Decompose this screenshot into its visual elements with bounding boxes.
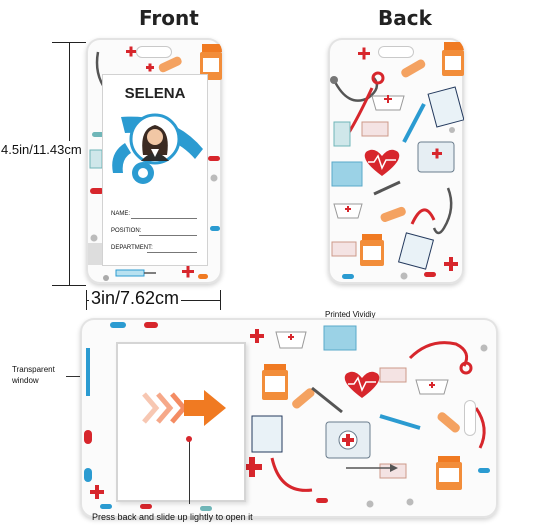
open-card: [80, 318, 498, 518]
printed-vividly-label: Printed Vividiy: [325, 310, 376, 319]
id-card-insert: SELENA NAME: POSITION: DEPARTMENT:: [102, 74, 208, 266]
badge-name: SELENA: [124, 85, 186, 102]
open-card-lanyard-slot: [464, 400, 476, 436]
field-position-label: POSITION:: [111, 228, 142, 234]
width-dimension-cap-right: [220, 290, 221, 310]
front-card: SELENA NAME: POSITION: DEPARTMENT:: [86, 38, 222, 284]
height-dimension-cap-top: [52, 42, 86, 43]
transparent-window-label: Transparent window: [12, 365, 55, 385]
open-card-pattern: [84, 322, 490, 511]
back-card-pattern: [330, 42, 464, 280]
field-name-label: NAME:: [111, 211, 131, 217]
back-lanyard-slot: [378, 46, 414, 58]
width-dimension-label: 3in/7.62cm: [89, 288, 182, 309]
width-dimension-cap-left: [86, 290, 87, 310]
field-position-line: [139, 235, 197, 236]
field-department-line: [147, 252, 197, 253]
back-title: Back: [378, 6, 432, 30]
back-card: [328, 38, 464, 284]
press-back-pointer: [189, 440, 190, 504]
press-back-label: Press back and slide up lightly to open …: [92, 512, 253, 522]
field-name-line: [131, 218, 197, 219]
press-back-dot: [186, 436, 192, 442]
front-lanyard-slot: [136, 46, 172, 58]
height-dimension-line: [69, 42, 70, 286]
front-title: Front: [139, 6, 199, 30]
field-department-label: DEPARTMENT:: [111, 245, 153, 251]
transparent-window: [116, 342, 246, 502]
height-dimension-cap-bottom: [52, 285, 86, 286]
badge-graphic: [112, 113, 203, 184]
slide-arrow-icon: [142, 390, 226, 426]
height-dimension-label: 4.5in/11.43cm: [1, 141, 82, 158]
